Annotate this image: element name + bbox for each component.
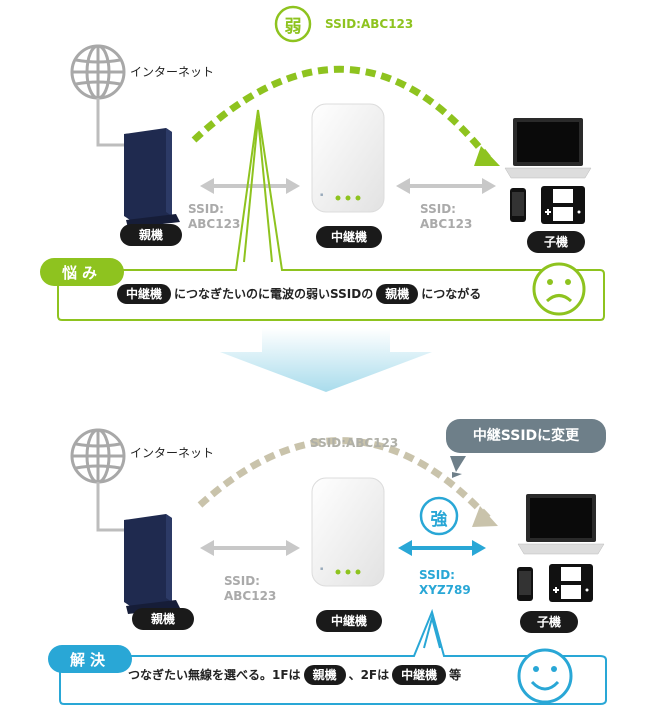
cable-top	[96, 98, 124, 147]
game-console-bottom-icon	[549, 564, 593, 602]
child-label-bottom: 子機	[520, 611, 578, 633]
parent-router-bottom-icon	[124, 514, 180, 614]
change-ssid-bubble: 中継SSIDに変更	[446, 419, 606, 453]
ssid-new-bottom: SSID:XYZ789	[419, 568, 471, 597]
strong-badge-circle	[419, 496, 459, 536]
solution-callout-outline	[59, 608, 607, 705]
weak-signal-arrowhead	[474, 146, 500, 166]
weak-badge-circle	[274, 5, 312, 43]
internet-label-bottom: インターネット	[130, 446, 215, 460]
problem-tag: 悩み	[61, 264, 102, 282]
transition-down-arrow	[220, 328, 432, 392]
problem-callout-outline	[57, 109, 605, 321]
phone-bottom-icon	[517, 567, 533, 601]
ssid-old-bottom: SSID:ABC123	[310, 436, 399, 450]
cable-bottom	[96, 482, 124, 532]
gray-arrow-repeater-child-top	[394, 176, 498, 196]
smile-face-icon	[517, 648, 573, 704]
problem-pill-parent: 親機	[376, 284, 419, 304]
internet-globe-top-icon	[70, 44, 126, 100]
game-console-top-icon	[541, 186, 585, 224]
repeater-top-icon	[311, 103, 385, 213]
parent-label-top: 親機	[120, 224, 182, 246]
problem-pill-repeater: 中継機	[117, 284, 172, 304]
internet-globe-bottom-icon	[70, 428, 126, 484]
solution-pill-repeater: 中継機	[392, 665, 447, 685]
parent-label-bottom: 親機	[132, 608, 194, 630]
laptop-top-icon	[504, 117, 592, 179]
solution-message: つなぎたい無線を選べる。1Fは親機、2Fは中継機等	[128, 664, 461, 686]
solution-tag: 解決	[69, 651, 110, 669]
ssid-left-bottom: SSID:ABC123	[224, 574, 277, 603]
old-signal-arc-bottom	[197, 437, 491, 521]
ssid-right-top: SSID:ABC123	[420, 202, 473, 231]
laptop-bottom-icon	[517, 493, 605, 555]
weak-badge-label: 弱	[284, 17, 302, 37]
gray-arrow-parent-repeater-bottom	[198, 538, 302, 558]
child-label-top: 子機	[527, 231, 585, 253]
weak-signal-arc-top	[191, 65, 491, 161]
repeater-label-top: 中継機	[316, 226, 382, 248]
sad-face-icon	[532, 262, 586, 316]
problem-message: 中継機につなぎたいのに電波の弱いSSIDの親機につながる	[114, 283, 481, 305]
parent-router-top-icon	[124, 128, 180, 228]
internet-label-top: インターネット	[130, 65, 215, 79]
problem-tag-bg	[40, 258, 124, 286]
repeater-label-bottom: 中継機	[316, 610, 382, 632]
phone-top-icon	[510, 188, 526, 222]
strong-badge-label: 強	[430, 510, 448, 530]
repeater-bottom-icon	[311, 477, 385, 587]
ssid-left-top: SSID:ABC123	[188, 202, 241, 231]
solution-tag-bg	[48, 645, 132, 673]
solution-pill-parent: 親機	[303, 665, 346, 685]
ssid-top-label: SSID:ABC123	[325, 17, 414, 31]
